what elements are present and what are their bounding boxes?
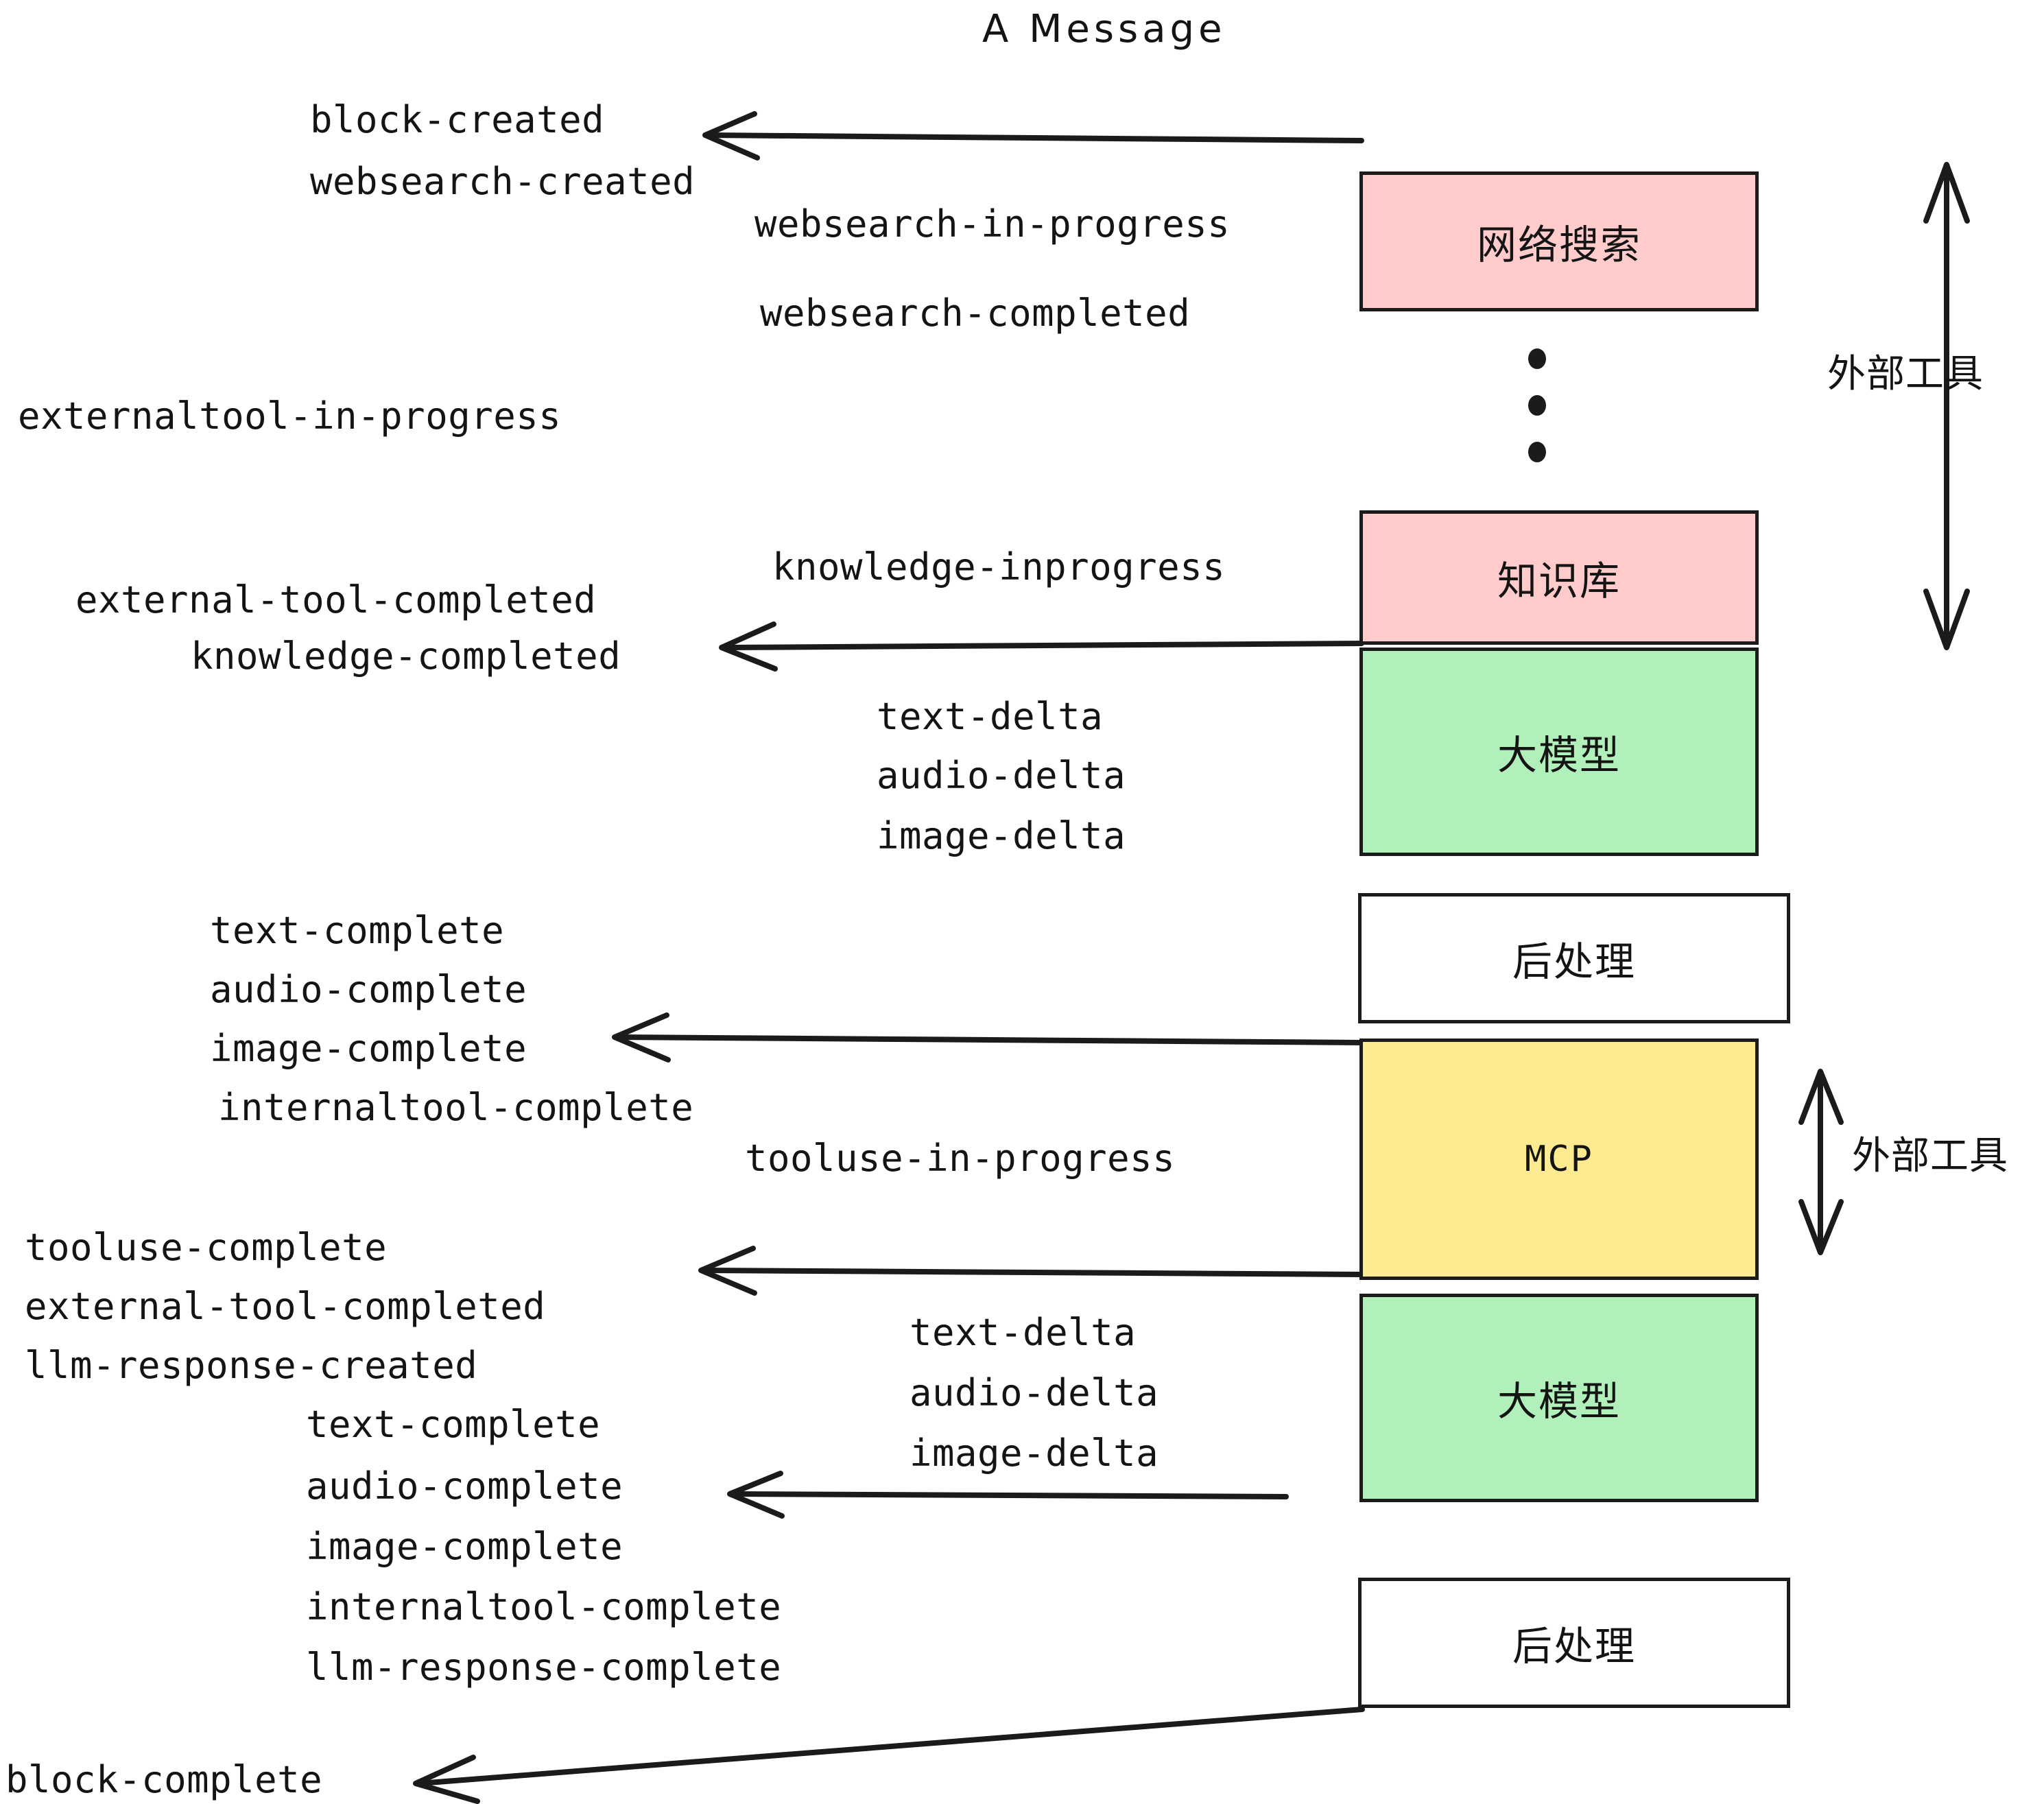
event-label-text-complete-1: text-complete <box>210 909 505 952</box>
box-web-search-label: 网络搜索 <box>1476 222 1641 268</box>
event-label-text-delta-2: text-delta <box>910 1311 1137 1354</box>
event-label-externaltool-in-progress: externaltool-in-progress <box>18 394 562 438</box>
group-label-external-tool-top: 外部工具 <box>1827 352 1984 396</box>
vertical-ellipsis-icon <box>1528 348 1546 488</box>
event-label-llm-response-created: llm-response-created <box>25 1344 478 1387</box>
event-label-image-complete-2: image-complete <box>306 1525 623 1568</box>
box-post-process-2-label: 后处理 <box>1512 1623 1636 1670</box>
event-label-websearch-in-progress: websearch-in-progress <box>754 202 1231 246</box>
event-label-knowledge-completed: knowledge-completed <box>191 634 621 678</box>
box-llm-2-label: 大模型 <box>1497 1378 1621 1425</box>
event-label-audio-complete-1: audio-complete <box>210 968 527 1011</box>
event-label-internaltool-complete-2: internaltool-complete <box>306 1585 782 1628</box>
arrow-mcp-to-tooluse-complete <box>698 1246 1364 1296</box>
arrow-mcp-to-image-complete <box>612 1012 1364 1063</box>
box-knowledge-base[interactable]: 知识库 <box>1359 510 1759 645</box>
group-label-external-tool-bottom: 外部工具 <box>1852 1134 2008 1178</box>
event-label-external-tool-completed-1: external-tool-completed <box>75 578 597 621</box>
event-label-audio-delta-2: audio-delta <box>910 1371 1159 1414</box>
ellipsis-dot <box>1528 395 1546 416</box>
event-label-block-created: block-created <box>310 98 605 141</box>
event-label-tooluse-complete: tooluse-complete <box>25 1226 388 1269</box>
event-label-internaltool-complete-1: internaltool-complete <box>218 1086 694 1129</box>
ellipsis-dot <box>1528 348 1546 369</box>
event-label-image-complete-1: image-complete <box>210 1027 527 1070</box>
box-mcp-label: MCP <box>1525 1139 1593 1180</box>
event-label-tooluse-in-progress: tooluse-in-progress <box>745 1137 1176 1180</box>
ellipsis-dot <box>1528 442 1546 462</box>
box-post-process-1-label: 后处理 <box>1512 938 1636 985</box>
box-llm-2[interactable]: 大模型 <box>1359 1294 1759 1502</box>
event-label-block-complete: block-complete <box>5 1758 323 1801</box>
arrow-postprocess-to-block-complete <box>413 1707 1365 1804</box>
event-label-websearch-completed: websearch-completed <box>760 292 1191 335</box>
box-llm-1-label: 大模型 <box>1497 732 1621 779</box>
event-label-image-delta-1: image-delta <box>877 814 1126 857</box>
box-llm-1[interactable]: 大模型 <box>1359 648 1759 856</box>
event-label-audio-complete-2: audio-complete <box>306 1464 623 1508</box>
box-post-process-2[interactable]: 后处理 <box>1358 1578 1790 1708</box>
event-label-text-delta-1: text-delta <box>877 695 1104 738</box>
box-knowledge-base-label: 知识库 <box>1497 558 1621 604</box>
event-label-audio-delta-1: audio-delta <box>877 754 1126 797</box>
box-post-process-1[interactable]: 后处理 <box>1358 893 1790 1023</box>
event-label-text-complete-2: text-complete <box>306 1403 601 1446</box>
event-label-external-tool-completed-2: external-tool-completed <box>25 1285 546 1328</box>
box-web-search[interactable]: 网络搜索 <box>1359 171 1759 311</box>
arrow-external-tool-range-top <box>1923 162 1970 650</box>
event-label-llm-response-complete: llm-response-complete <box>306 1646 782 1689</box>
arrow-external-tool-range-bottom <box>1798 1069 1844 1255</box>
box-mcp[interactable]: MCP <box>1359 1039 1759 1280</box>
event-label-knowledge-inprogress: knowledge-inprogress <box>772 545 1226 589</box>
arrow-llm-to-audio-complete <box>727 1471 1289 1519</box>
arrow-websearch-to-created <box>702 111 1364 161</box>
page-title: A Message <box>982 7 1226 51</box>
arrow-knowledge-to-completed <box>719 621 1364 672</box>
event-label-websearch-created: websearch-created <box>310 160 696 203</box>
event-label-image-delta-2: image-delta <box>910 1432 1159 1475</box>
